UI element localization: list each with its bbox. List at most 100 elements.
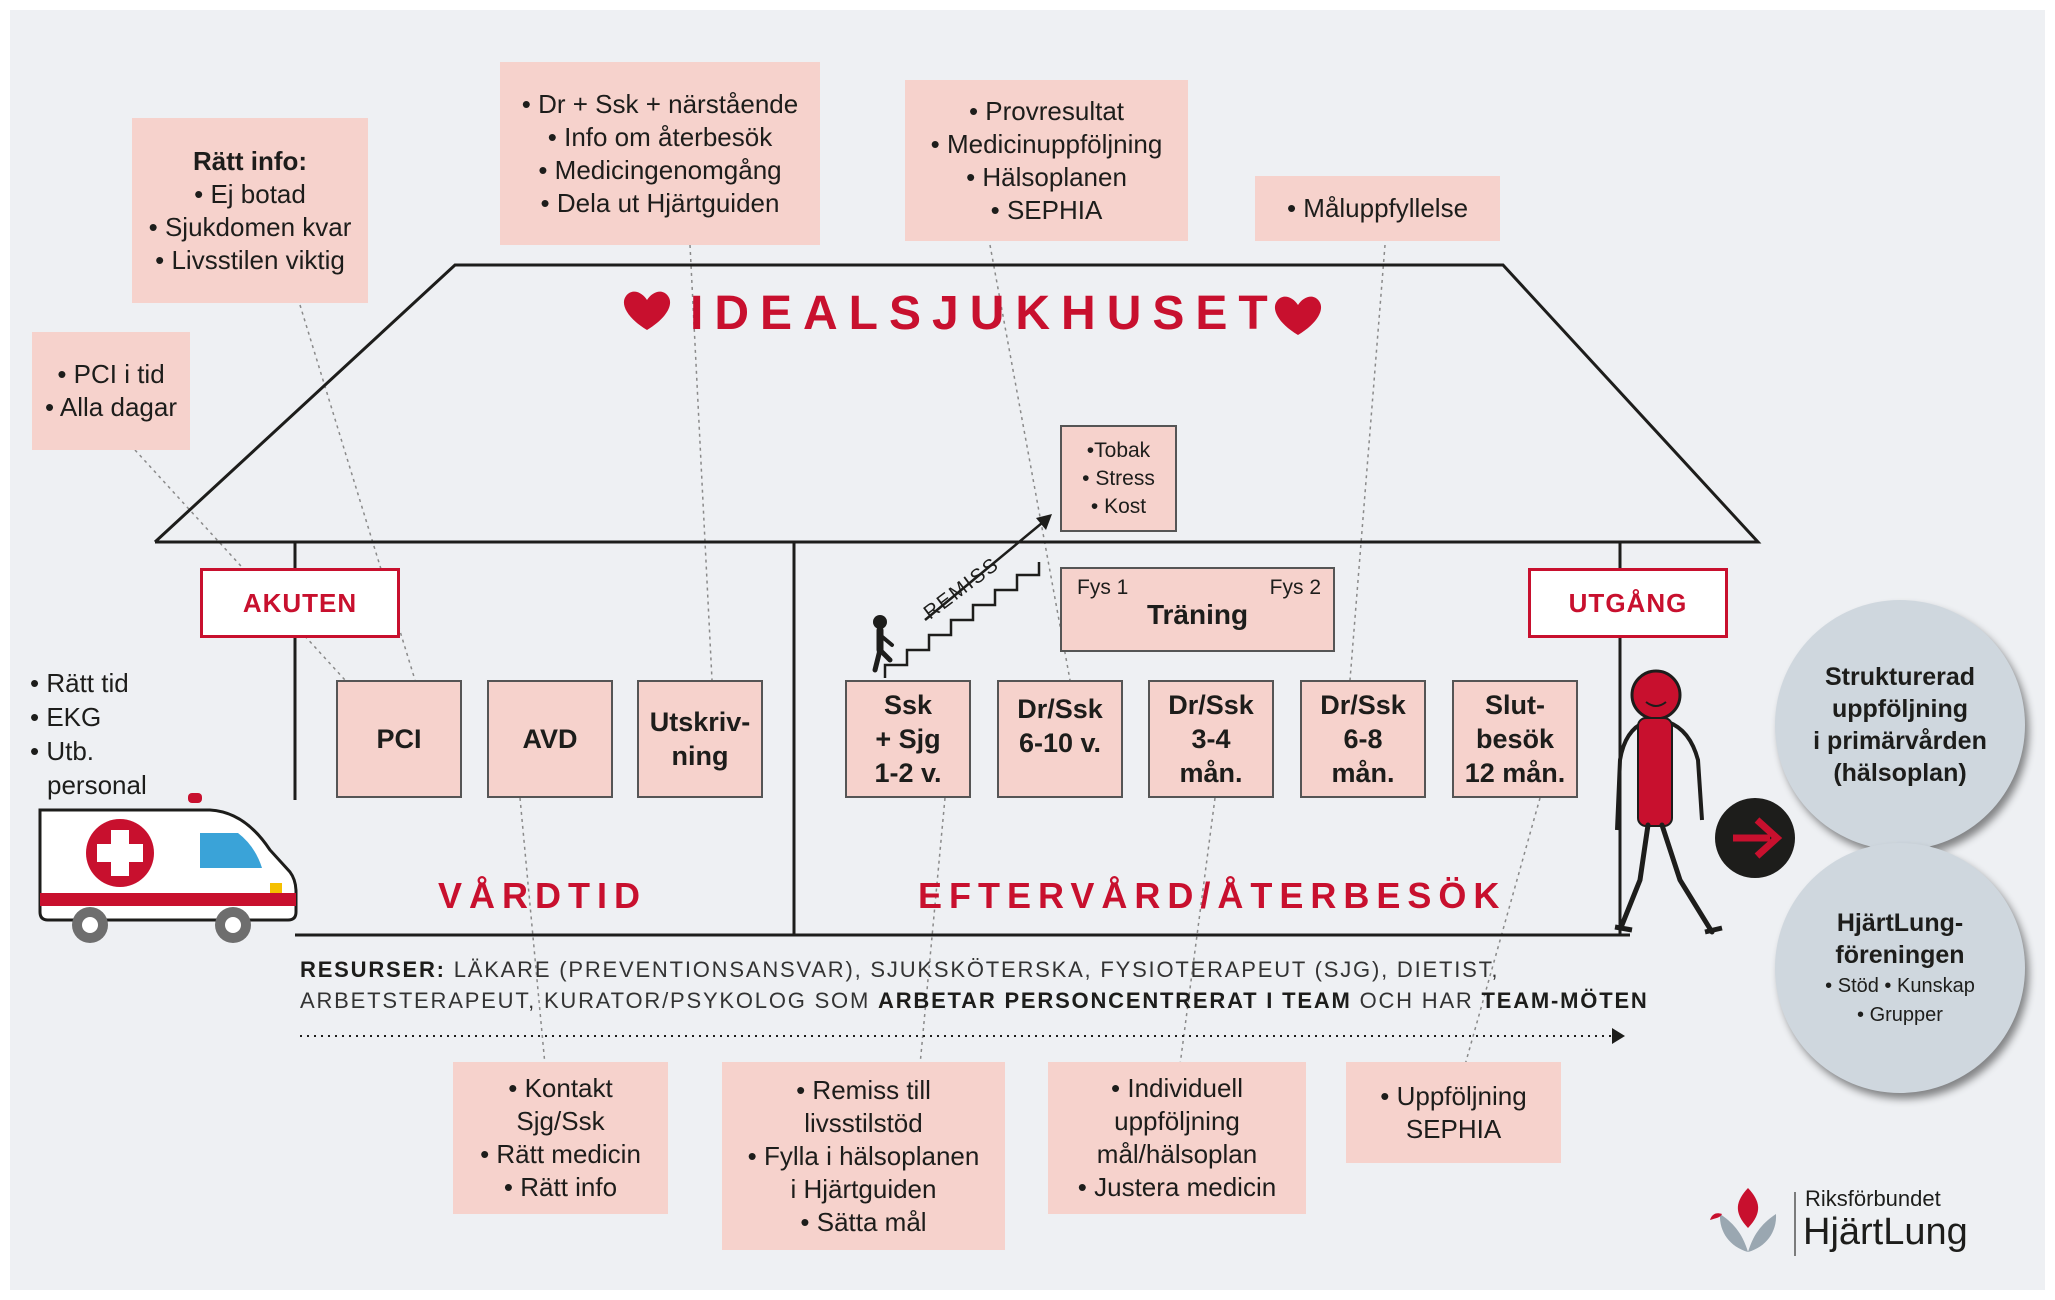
room-avd: AVD bbox=[487, 680, 613, 798]
ambulance-notes: • Rätt tid • EKG • Utb. personal bbox=[30, 666, 147, 802]
room-label: 6-8 bbox=[1343, 724, 1383, 754]
resources-text: ARBETSTERAPEUT, KURATOR/PSYKOLOG SOM bbox=[300, 988, 879, 1013]
callout-line: • Remiss till bbox=[796, 1074, 931, 1105]
room-label: 3-4 bbox=[1191, 724, 1231, 754]
room-avd-label: AVD bbox=[522, 724, 578, 754]
room-label: Slut- bbox=[1485, 690, 1545, 720]
ambulance-icon bbox=[38, 793, 298, 943]
callout-line: • Måluppfyllelse bbox=[1286, 193, 1469, 223]
callout-line: livsstilstöd bbox=[804, 1107, 923, 1138]
attic-box: •Tobak • Stress • Kost bbox=[1060, 425, 1177, 532]
training-box: Fys 1 Fys 2 Träning bbox=[1060, 567, 1335, 652]
circle-sub: • Stöd • Kunskap bbox=[1825, 975, 1975, 997]
stairs bbox=[883, 562, 1041, 678]
callout-line: • Dela ut Hjärtguiden bbox=[540, 187, 780, 218]
callout-line: • Dr + Ssk + närstående bbox=[521, 88, 799, 119]
callout-individuell: • Individuell uppföljning mål/hälsoplan … bbox=[1048, 1062, 1306, 1214]
callout-line: • Provresultat bbox=[968, 95, 1125, 126]
callout-line: mål/hälsoplan bbox=[1096, 1139, 1258, 1169]
callout-line: • Rätt info bbox=[503, 1172, 618, 1202]
callout-line: • Rätt medicin bbox=[480, 1139, 641, 1169]
callout-pci: • PCI i tid • Alla dagar bbox=[32, 332, 190, 450]
callout-line: • Medicingenomgång bbox=[538, 154, 782, 185]
arrow-right-icon bbox=[1715, 798, 1795, 878]
attic-line: • Kost bbox=[1090, 494, 1147, 518]
ambulance-note: personal bbox=[47, 770, 147, 800]
ambulance-note: • EKG bbox=[30, 702, 102, 732]
section-eftervard: EFTERVÅRD/ÅTERBESÖK bbox=[918, 875, 1507, 916]
page-title: IDEALSJUKHUSET bbox=[690, 287, 1279, 340]
resources-emphasis: TEAM-MÖTEN bbox=[1481, 988, 1649, 1013]
callout-line: • Medicinuppföljning bbox=[930, 128, 1163, 159]
resources-label: RESURSER: bbox=[300, 957, 446, 982]
callout-pci-line: • PCI i tid bbox=[57, 359, 165, 389]
callout-ratt-info: Rätt info: • Ej botad • Sjukdomen kvar •… bbox=[132, 118, 368, 303]
training-label: Träning bbox=[1146, 599, 1249, 630]
callout-provresultat: • Provresultat • Medicinuppföljning • Hä… bbox=[905, 80, 1188, 241]
hjartlung-logo-icon bbox=[1710, 1188, 1796, 1256]
room-pci: PCI bbox=[336, 680, 462, 798]
section-vardtid: VÅRDTID bbox=[438, 875, 647, 916]
room-label: 6-10 v. bbox=[1018, 728, 1102, 758]
circle-line: i primärvården bbox=[1813, 727, 1987, 755]
timeline-arrowhead-icon bbox=[1612, 1028, 1625, 1044]
callout-line: • Info om återbesök bbox=[547, 121, 773, 152]
circle-line: (hälsoplan) bbox=[1833, 759, 1967, 787]
logo-text-top: Riksförbundet bbox=[1805, 1186, 1941, 1211]
room-slutbesok: Slut- besök 12 mån. bbox=[1452, 680, 1578, 798]
climbing-person-icon bbox=[872, 615, 894, 673]
callout-line: • Kontakt bbox=[508, 1073, 613, 1103]
callout-ratt-info-line: • Livsstilen viktig bbox=[155, 244, 345, 275]
room-label: + Sjg bbox=[875, 724, 941, 754]
callout-line: i Hjärtguiden bbox=[790, 1173, 937, 1204]
resources-line-1: RESURSER: LÄKARE (PREVENTIONSANSVAR), SJ… bbox=[300, 957, 1499, 983]
training-fys1: Fys 1 bbox=[1077, 576, 1129, 599]
room-label: mån. bbox=[1331, 758, 1395, 788]
logo-text-bottom: HjärtLung bbox=[1803, 1211, 1968, 1253]
remiss-arrow bbox=[924, 517, 1049, 621]
remiss-label: REMISS bbox=[920, 553, 1004, 624]
circle-line: Strukturerad bbox=[1824, 663, 1976, 691]
sign-akuten: AKUTEN bbox=[200, 568, 400, 638]
room-pci-label: PCI bbox=[376, 724, 422, 754]
leader-lines bbox=[134, 244, 1541, 1066]
walking-person-icon bbox=[1614, 669, 1723, 935]
circle-sub: • Grupper bbox=[1857, 1004, 1943, 1026]
room-label: besök bbox=[1475, 724, 1555, 754]
room-drssk-6-8: Dr/Ssk 6-8 mån. bbox=[1300, 680, 1426, 798]
ambulance-note: • Utb. bbox=[30, 736, 95, 766]
room-label: Dr/Ssk bbox=[1017, 694, 1103, 724]
callout-kontakt: • Kontakt Sjg/Ssk • Rätt medicin • Rätt … bbox=[453, 1062, 668, 1214]
room-label: mån. bbox=[1179, 758, 1243, 788]
callout-line: • Fylla i hälsoplanen bbox=[747, 1140, 980, 1171]
callout-line: • Hälsoplanen bbox=[966, 161, 1127, 192]
ambulance-note: • Rätt tid bbox=[30, 668, 129, 698]
callout-pci-line: • Alla dagar bbox=[45, 392, 177, 422]
circle-title: föreningen bbox=[1835, 941, 1965, 969]
callout-line: uppföljning bbox=[1114, 1106, 1240, 1136]
room-label: Dr/Ssk bbox=[1320, 690, 1406, 720]
resources-text: OCH HAR bbox=[1351, 988, 1482, 1013]
room-utskrivning: Utskriv- ning bbox=[637, 680, 763, 798]
attic-line: •Tobak bbox=[1086, 438, 1151, 462]
room-label: Dr/Ssk bbox=[1168, 690, 1254, 720]
callout-line: • Uppföljning bbox=[1380, 1080, 1527, 1111]
callout-remiss: • Remiss till livsstilstöd • Fylla i häl… bbox=[722, 1062, 1005, 1250]
arrowhead-icon bbox=[1036, 514, 1052, 530]
room-label: 12 mån. bbox=[1464, 758, 1566, 788]
callout-line: • Individuell bbox=[1111, 1073, 1243, 1103]
callout-line: SEPHIA bbox=[1405, 1113, 1502, 1144]
heart-icon-right bbox=[1274, 296, 1322, 335]
callout-line: • Sätta mål bbox=[800, 1206, 927, 1237]
resources-line-2: ARBETSTERAPEUT, KURATOR/PSYKOLOG SOM ARB… bbox=[300, 988, 1649, 1014]
room-label: 1-2 v. bbox=[874, 758, 942, 788]
heart-icon-left bbox=[623, 291, 671, 330]
callout-ratt-info-heading: Rätt info: bbox=[192, 145, 308, 176]
callout-uppfoljning: • Uppföljning SEPHIA bbox=[1346, 1062, 1561, 1163]
callout-line: • SEPHIA bbox=[990, 194, 1103, 225]
attic-line: • Stress bbox=[1082, 466, 1155, 490]
sign-utgang: UTGÅNG bbox=[1528, 568, 1728, 638]
circle-primarvarden: Strukturerad uppföljning i primärvården … bbox=[1775, 600, 2025, 850]
callout-maluppfyllelse: • Måluppfyllelse bbox=[1255, 176, 1500, 241]
